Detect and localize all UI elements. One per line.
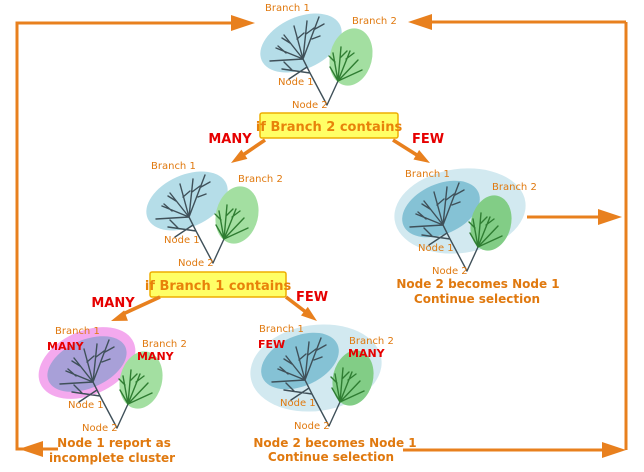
decision-label: if Branch 1 contains xyxy=(145,279,292,294)
arrowhead-into-start-right-icon xyxy=(408,14,432,30)
node2-label: Node 2 xyxy=(292,100,328,111)
branch2-label: Branch 2 xyxy=(352,16,397,27)
branch1-label: Branch 1 xyxy=(259,324,304,335)
decision-box-branch1: if Branch 1 contains MANY FEW xyxy=(91,271,328,327)
arrowhead-continue-bottom-icon xyxy=(602,442,626,458)
node1-label: Node 1 xyxy=(68,400,104,411)
choice-arrows xyxy=(238,138,421,159)
branch2-qty-label: MANY xyxy=(137,350,175,363)
branch2-qty-label: MANY xyxy=(348,347,386,360)
branch2-blob xyxy=(119,351,163,409)
decision-label: if Branch 2 contains xyxy=(256,120,403,135)
outcome-line1: Node 1 report as xyxy=(57,436,171,450)
choice-many-label: MANY xyxy=(91,296,135,311)
branch2-label: Branch 2 xyxy=(142,339,187,350)
outcome-line2: incomplete cluster xyxy=(49,451,175,465)
branch1-blob xyxy=(146,171,228,231)
decision-box xyxy=(149,271,287,298)
branch1-blob xyxy=(402,180,480,238)
choice-few-label: FEW xyxy=(412,132,444,147)
tree-branch1-many: Branch 1 MANY Branch 2 MANY Node 1 Node … xyxy=(38,326,187,465)
branch2-label: Branch 2 xyxy=(492,182,537,193)
arrowhead-continue-mid-icon xyxy=(598,209,622,225)
choice-few-label: FEW xyxy=(296,290,328,305)
choice-many-label: MANY xyxy=(208,132,252,147)
outcome-line2: Continue selection xyxy=(414,292,540,306)
branch1-qty-label: FEW xyxy=(258,338,285,351)
outcome-line1: Node 2 becomes Node 1 xyxy=(396,277,559,291)
arrowhead-report-loop-icon xyxy=(19,441,43,457)
node2-label: Node 2 xyxy=(432,266,468,277)
branch2-blob xyxy=(329,28,373,86)
node1-label: Node 1 xyxy=(418,243,454,254)
node1-label: Node 1 xyxy=(280,398,316,409)
branch2-label: Branch 2 xyxy=(238,174,283,185)
tree-branch1-few: Branch 1 FEW Branch 2 MANY Node 1 Node 2… xyxy=(250,324,417,464)
few-arrow-line xyxy=(392,138,421,159)
branch1-label: Branch 1 xyxy=(55,326,100,337)
branch1-label: Branch 1 xyxy=(151,161,196,172)
branch1-label: Branch 1 xyxy=(405,169,450,180)
many-arrow-line xyxy=(122,295,161,316)
node2-label: Node 2 xyxy=(178,258,214,269)
node2-label: Node 2 xyxy=(294,421,330,432)
tree-branch2-few: Branch 1 Branch 2 Node 1 Node 2 Node 2 b… xyxy=(394,168,560,306)
branch1-qty-label: MANY xyxy=(47,340,85,353)
choice-arrowheads xyxy=(228,149,433,168)
decision-box-branch2: if Branch 2 contains MANY FEW xyxy=(208,112,444,168)
branch2-blob xyxy=(215,186,259,244)
node2-label: Node 2 xyxy=(82,423,118,434)
few-arrow-line xyxy=(284,295,309,315)
outcome-line1: Node 2 becomes Node 1 xyxy=(253,436,416,450)
node1-label: Node 1 xyxy=(164,235,200,246)
branch1-blob xyxy=(260,13,342,73)
tree-branch2-many: Branch 1 Branch 2 Node 1 Node 2 xyxy=(146,161,283,269)
loop-arrow-right xyxy=(403,20,628,452)
tree-start: Branch 1 Branch 2 Node 1 Node 2 xyxy=(260,3,397,111)
arrowhead-into-start-left-icon xyxy=(231,15,255,31)
decision-box xyxy=(259,112,399,139)
branch2-label: Branch 2 xyxy=(349,336,394,347)
choice-arrows xyxy=(122,295,309,316)
branch1-blob xyxy=(47,336,127,392)
outcome-line2: Continue selection xyxy=(268,450,394,464)
node1-label: Node 1 xyxy=(278,77,314,88)
branch1-label: Branch 1 xyxy=(265,3,310,14)
